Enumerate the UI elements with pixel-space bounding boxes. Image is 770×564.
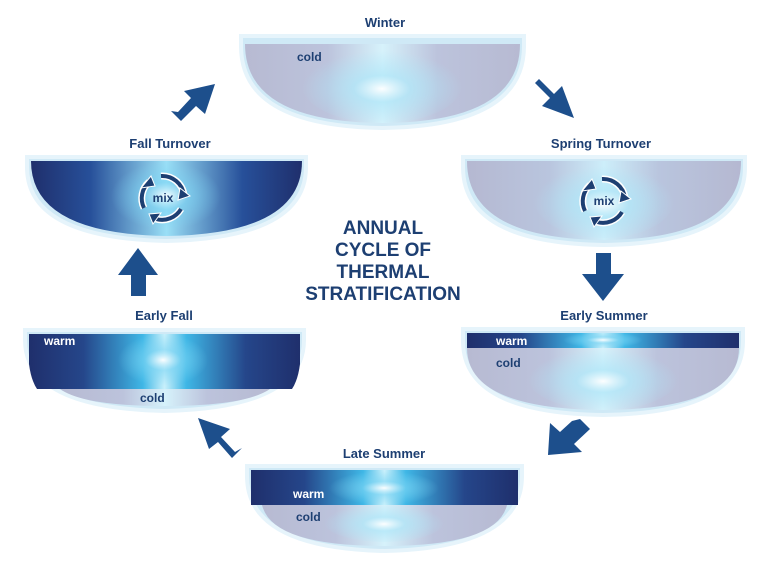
diagram-title: ANNUAL CYCLE OF THERMAL STRATIFICATION xyxy=(305,218,461,305)
water-glow xyxy=(329,471,439,505)
layer-label-cold: cold xyxy=(496,356,521,370)
stage-label-winter: Winter xyxy=(365,15,405,30)
stage-label-spring-turnover: Spring Turnover xyxy=(551,136,651,151)
layer-label-warm: warm xyxy=(495,334,527,348)
water-glow xyxy=(302,47,462,123)
stage-label-early-summer: Early Summer xyxy=(560,308,647,323)
arrow-spring-turnover-to-early-summer xyxy=(582,253,624,301)
layer-label-cold: cold xyxy=(140,391,165,405)
stage-late-summer: Late Summer warm cold xyxy=(245,446,524,554)
arrow-fall-turnover-to-winter xyxy=(171,84,215,121)
layer-label-warm: warm xyxy=(292,487,324,501)
water-glow xyxy=(563,332,643,348)
stage-winter: Winter cold xyxy=(239,15,526,131)
title-line-2: CYCLE OF xyxy=(335,240,431,261)
stage-early-summer: Early Summer warm cold xyxy=(461,308,745,418)
stage-label-early-fall: Early Fall xyxy=(135,308,193,323)
title-line-4: STRATIFICATION xyxy=(305,284,461,305)
water-glow xyxy=(118,334,208,386)
water-glow xyxy=(324,502,444,542)
stage-label-late-summer: Late Summer xyxy=(343,446,425,461)
arrow-early-fall-to-fall-turnover xyxy=(118,248,158,296)
title-line-3: THERMAL xyxy=(337,262,430,283)
recycle-arrows-icon xyxy=(138,172,192,226)
layer-label-mix: mix xyxy=(153,191,174,205)
stage-fall-turnover: Fall Turnover mix xyxy=(25,136,308,244)
layer-label-cold: cold xyxy=(297,50,322,64)
stage-label-fall-turnover: Fall Turnover xyxy=(129,136,210,151)
arrow-early-summer-to-late-summer xyxy=(548,419,590,455)
water-glow xyxy=(111,162,221,230)
layer-label-cold: cold xyxy=(296,510,321,524)
water-glow xyxy=(528,346,678,410)
water-layer-cold xyxy=(60,389,270,406)
layer-label-warm: warm xyxy=(43,334,75,348)
recycle-arrows-icon xyxy=(579,175,633,229)
stage-early-fall: Early Fall warm cold xyxy=(23,308,306,414)
layer-label-mix: mix xyxy=(594,194,615,208)
water-glow xyxy=(534,162,674,238)
arrow-late-summer-to-early-fall xyxy=(198,418,242,458)
stage-spring-turnover: Spring Turnover mix xyxy=(461,136,747,248)
title-line-1: ANNUAL xyxy=(343,218,424,239)
arrow-winter-to-spring-turnover xyxy=(530,79,574,118)
